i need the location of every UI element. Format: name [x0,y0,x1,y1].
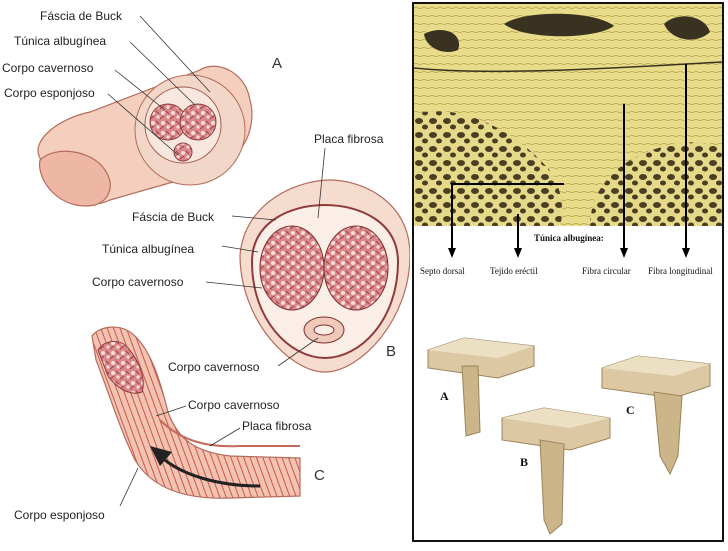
label-fibra-longitudinal: Fibra longitudinal [648,266,713,276]
label-corpo-cavernoso-a: Corpo cavernoso [2,61,94,75]
anatomy-illustration-panel: Fáscia de Buck Túnica albugínea Corpo ca… [2,9,411,522]
label-fibra-circular: Fibra circular [582,266,631,276]
label-fascia-buck-a: Fáscia de Buck [40,9,123,23]
septum-model-c [601,355,711,476]
tunica-detail-panel: Túnica albugínea: Septo dorsal Tejido er… [412,2,724,542]
figure-a [37,65,253,207]
label-tejido-erectil: Tejido eréctil [490,266,538,276]
label-corpo-cavernoso-b: Corpo cavernoso [92,275,184,289]
tunica-detail-illustration: Túnica albugínea: Septo dorsal Tejido er… [414,4,722,535]
anatomy-illustration: Fáscia de Buck Túnica albugínea Corpo ca… [2,9,411,522]
letter-a: A [272,55,282,72]
letter-c: C [314,467,325,484]
figure-c [91,326,301,499]
label-corpo-cavernoso-c: Corpo cavernoso [188,398,280,412]
figure-b [239,179,411,373]
label-fascia-buck-b: Fáscia de Buck [132,210,215,224]
label-corpo-esponjoso-a: Corpo esponjoso [4,86,95,100]
label-septo-dorsal: Septo dorsal [420,266,465,276]
letter-b: B [386,343,396,360]
letter-model-b: B [520,455,528,469]
label-tunica-albuginea-a: Túnica albugínea [14,34,106,48]
tunica-albuginea-title: Túnica albugínea: [534,233,604,243]
label-placa-fibrosa-c: Placa fibrosa [242,419,312,433]
label-tunica-albuginea-b: Túnica albugínea [102,242,194,256]
label-corpo-cavernoso-b2: Corpo cavernoso [168,360,260,374]
letter-model-a: A [440,389,449,403]
septum-model-b [501,407,611,535]
label-corpo-esponjoso-c: Corpo esponjoso [14,508,105,522]
label-placa-fibrosa-b: Placa fibrosa [314,132,384,146]
letter-model-c: C [626,403,635,417]
septum-model-a [427,337,535,437]
